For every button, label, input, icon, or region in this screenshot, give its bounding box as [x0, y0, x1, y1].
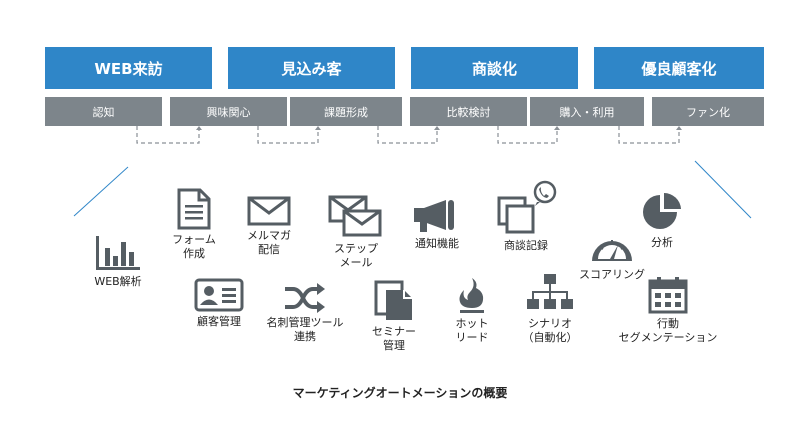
- stage-negotiation: 商談化: [411, 47, 578, 89]
- connector-3: [377, 126, 438, 144]
- tool-label: 顧客管理: [197, 315, 241, 328]
- gauge-icon: [592, 240, 632, 261]
- flame-icon: [459, 278, 484, 313]
- tool-label: WEB解析: [94, 275, 142, 288]
- id-card-icon: [194, 278, 244, 312]
- connector-5: [618, 126, 680, 144]
- tool-label: 分析: [651, 236, 673, 249]
- tool-scenario-automation: シナリオ （自動化）: [518, 272, 582, 345]
- tool-newsletter: メルマガ 配信: [237, 196, 301, 257]
- substage-fan: ファン化: [652, 97, 764, 126]
- tool-label: 商談記録: [504, 239, 548, 252]
- connector-1: [136, 126, 200, 144]
- substage-comparison: 比較検討: [410, 97, 527, 126]
- connector-4: [497, 126, 558, 144]
- envelope-icon: [247, 196, 291, 226]
- tool-label: ステップ メール: [334, 242, 378, 269]
- tool-step-mail: ステップ メール: [323, 195, 389, 270]
- tool-negotiation-record: 商談記録: [490, 180, 562, 253]
- tool-form-creation: フォーム 作成: [164, 188, 224, 261]
- tool-label: フォーム 作成: [172, 233, 216, 260]
- left-accent-line: [73, 166, 129, 217]
- documents-icon: [374, 280, 412, 320]
- substage-interest: 興味関心: [170, 97, 287, 126]
- tool-hot-lead: ホット リード: [444, 276, 500, 345]
- stage-loyal-customer: 優良顧客化: [594, 47, 764, 89]
- substage-purchase: 購入・利用: [530, 97, 644, 126]
- bar-chart-icon: [96, 236, 140, 270]
- tool-label: シナリオ （自動化）: [522, 317, 578, 344]
- tool-scoring: スコアリング: [570, 231, 654, 282]
- tool-business-card-integration: 名刺管理ツール 連携: [258, 283, 352, 344]
- substage-awareness: 認知: [45, 97, 162, 126]
- phone-bubble-icon: [497, 180, 557, 234]
- megaphone-icon: [414, 200, 454, 232]
- stage-web-visit: WEB来訪: [45, 47, 212, 89]
- stage-prospect: 見込み客: [228, 47, 395, 89]
- document-icon: [177, 188, 211, 230]
- substage-problem-forming: 課題形成: [290, 97, 402, 126]
- tool-label: ホット リード: [455, 317, 489, 344]
- tool-label: 行動 セグメンテーション: [618, 317, 718, 344]
- right-accent-line: [694, 160, 752, 219]
- tool-label: メルマガ 配信: [247, 229, 291, 256]
- tool-notification: 通知機能: [406, 198, 468, 251]
- diagram-caption: マーケティングオートメーションの概要: [292, 386, 508, 400]
- tool-label: セミナー 管理: [372, 325, 416, 352]
- tool-label: スコアリング: [579, 268, 645, 281]
- flowchart-icon: [527, 274, 573, 309]
- tool-analysis: 分析: [632, 191, 692, 250]
- calendar-icon: [648, 277, 688, 314]
- tool-label: 名刺管理ツール 連携: [266, 316, 344, 343]
- pie-chart-icon: [643, 192, 681, 229]
- tool-behavior-segmentation: 行動 セグメンテーション: [612, 276, 724, 345]
- tool-web-analytics: WEB解析: [88, 234, 148, 289]
- shuffle-icon: [285, 283, 325, 313]
- tool-customer-management: 顧客管理: [187, 278, 251, 329]
- multi-envelope-icon: [328, 195, 382, 237]
- tool-label: 通知機能: [415, 237, 459, 250]
- tool-seminar-management: セミナー 管理: [364, 280, 424, 353]
- connector-2: [257, 126, 319, 144]
